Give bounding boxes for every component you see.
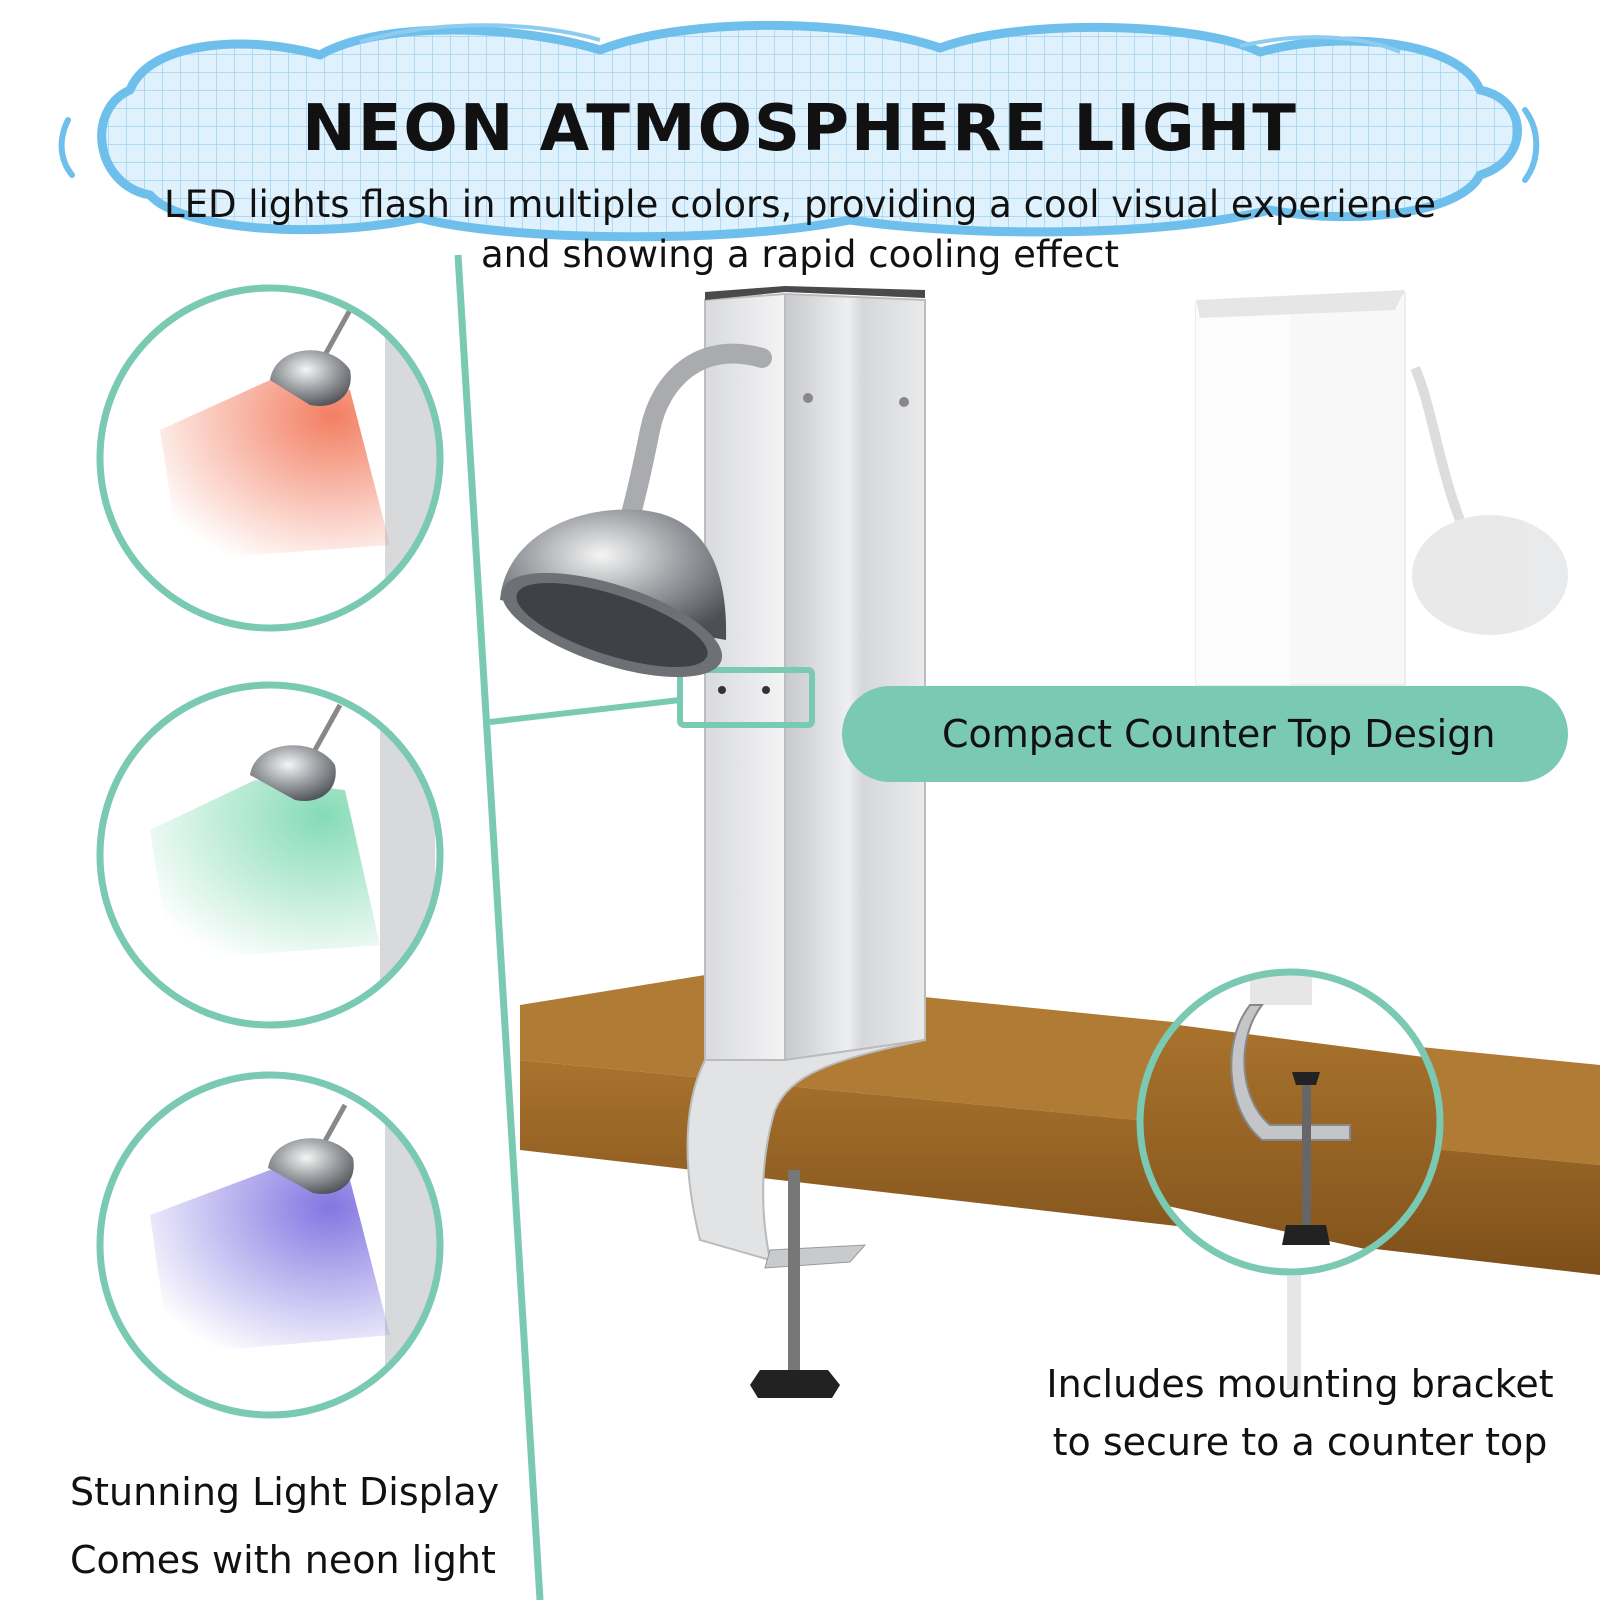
light-display-caption: Stunning Light Display Comes with neon l…	[70, 1458, 510, 1594]
compact-design-callout: Compact Counter Top Design	[842, 686, 1568, 782]
divider-line	[454, 254, 544, 1600]
bracket-caption: Includes mounting bracket to secure to a…	[1040, 1355, 1560, 1471]
main-unit	[489, 286, 926, 1398]
bracket-caption-line2: to secure to a counter top	[1052, 1420, 1548, 1464]
light-circle-green	[96, 681, 444, 1029]
banner-subtitle-line1: LED lights flash in multiple colors, pro…	[164, 183, 1436, 226]
compact-design-label: Compact Counter Top Design	[942, 712, 1496, 756]
faded-unit-reflection	[1195, 290, 1568, 686]
banner-cloud	[58, 20, 1540, 242]
light-circle-orange	[96, 284, 444, 632]
banner-subtitle: LED lights flash in multiple colors, pro…	[150, 180, 1450, 280]
light-display-line2: Comes with neon light	[70, 1538, 496, 1582]
zoom-clamp-circle	[1136, 968, 1444, 1390]
banner-title: NEON ATMOSPHERE LIGHT	[302, 92, 1298, 166]
light-display-line1: Stunning Light Display	[70, 1470, 500, 1514]
bracket-caption-line1: Includes mounting bracket	[1046, 1362, 1554, 1406]
banner-subtitle-line2: and showing a rapid cooling effect	[480, 233, 1120, 276]
light-circle-blue	[96, 1071, 444, 1419]
